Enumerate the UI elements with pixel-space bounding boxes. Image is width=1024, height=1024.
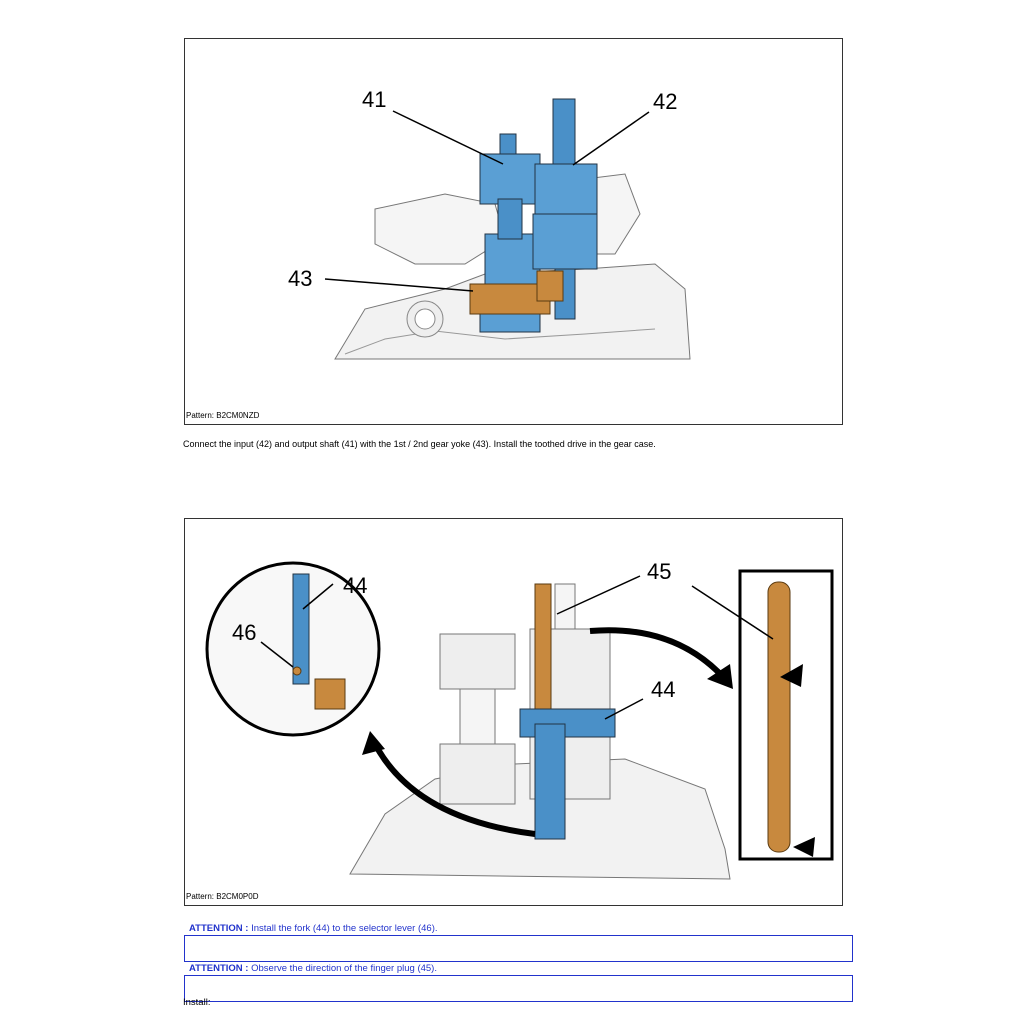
selector-fork-illustration [205, 561, 834, 880]
attention-label: ATTENTION : [189, 963, 249, 974]
attention-box-2 [184, 975, 853, 1002]
figure-2: 44 46 45 44 Pattern: B2CM0P0D [184, 518, 843, 906]
callout-45: 45 [647, 559, 672, 584]
callout-46: 46 [232, 620, 257, 645]
callout-42: 42 [653, 89, 678, 114]
figure-caption: Pattern: B2CM0NZD [186, 411, 260, 420]
attention-note-2: ATTENTION : Observe the direction of the… [189, 963, 437, 974]
install-heading: Install: [183, 997, 211, 1008]
attention-box-1 [184, 935, 853, 962]
attention-text: Install the fork (44) to the selector le… [248, 923, 438, 934]
attention-label: ATTENTION : [189, 923, 249, 934]
figure-1: 41 42 43 Pattern: B2CM0NZD [184, 38, 843, 425]
gearbox-shafts-illustration [324, 98, 691, 360]
callout-41: 41 [362, 87, 387, 112]
callout-44: 44 [651, 677, 676, 702]
figure-caption: Pattern: B2CM0P0D [186, 892, 259, 901]
attention-text: Observe the direction of the finger plug… [248, 963, 437, 974]
callout-44-detail: 44 [343, 573, 368, 598]
callout-43: 43 [288, 266, 313, 291]
attention-note-1: ATTENTION : Install the fork (44) to the… [189, 923, 438, 934]
step-description: Connect the input (42) and output shaft … [183, 439, 656, 449]
